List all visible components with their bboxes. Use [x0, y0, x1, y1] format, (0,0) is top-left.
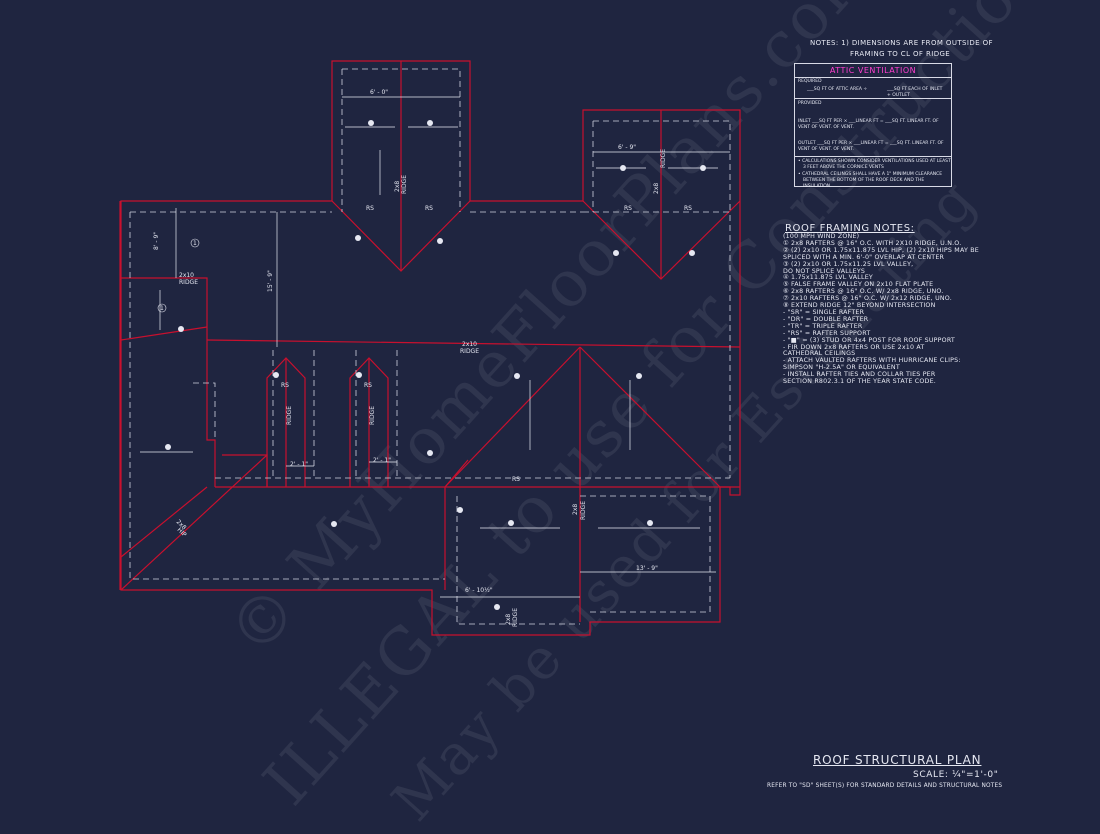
- ridge-label: RIDGE: [369, 406, 376, 425]
- note-circle: [190, 238, 200, 248]
- post-markers: [165, 120, 706, 610]
- attic-ventilation-title: ATTIC VENTILATION: [795, 64, 951, 78]
- dim-6-9: 6' - 9": [618, 144, 636, 151]
- ridge-label: RIDGE: [660, 149, 667, 168]
- framing-note: SPLICED WITH A MIN. 6'-0" OVERLAP AT CEN…: [783, 253, 945, 261]
- inlet-row: INLET ___SQ FT PER × ___LINEAR FT = ___S…: [798, 119, 939, 130]
- two-by-eight-label: 2x8: [505, 614, 512, 625]
- note-circle: [157, 303, 167, 313]
- rs-label: RS: [364, 382, 372, 389]
- plan-title: ROOF STRUCTURAL PLAN: [813, 753, 982, 767]
- framing-note: DO NOT SPLICE VALLEYS: [783, 267, 866, 275]
- framing-note: ⑧ EXTEND RIDGE 12" BEYOND INTERSECTION: [783, 302, 936, 310]
- vent-note-1: • CALCULATIONS SHOWN CONSIDER VENTILATIO…: [798, 159, 951, 164]
- framing-note: (100 MPH WIND ZONE): [783, 233, 860, 240]
- rs-label: RS: [281, 382, 289, 389]
- ridge-label: RIDGE: [286, 406, 293, 425]
- provided-label: PROVIDED: [798, 101, 822, 106]
- two-by-eight-label: 2x8: [394, 181, 401, 192]
- roof-framing-notes-list: (100 MPH WIND ZONE) ① 2x8 RAFTERS @ 16" …: [783, 233, 979, 386]
- ridge-label: RIDGE: [512, 608, 519, 627]
- dim-2-1-b: 2' - 1": [373, 457, 391, 464]
- rs-label: RS: [684, 205, 692, 212]
- framing-note: ② (2) 2x10 OR 1.75x11.875 LVL HIP, (2) 2…: [783, 246, 979, 254]
- dim-6-10: 6' - 10½": [465, 587, 493, 594]
- framing-note: SIMPSON "H-2.5A" OR EQUIVALENT: [783, 364, 900, 372]
- divider: [795, 156, 951, 157]
- framing-note: - FIR DOWN 2x8 RAFTERS OR USE 2x10 AT: [783, 343, 925, 351]
- wall-dashed-lines: [129, 68, 731, 625]
- notes-line-2: FRAMING TO CL OF RIDGE: [850, 50, 951, 58]
- ridge-label: RIDGE: [401, 175, 408, 194]
- vent-note-2b: BETWEEN THE BOTTOM OF THE ROOF DECK AND …: [803, 178, 925, 189]
- dim-6-0: 6' - 0": [370, 89, 388, 96]
- framing-note: SECTION R802.3.1 OF THE YEAR STATE CODE.: [783, 378, 936, 386]
- framing-note: ④ 1.75x11.875 LVL VALLEY: [783, 274, 873, 282]
- two-by-ten-label: 2x10: [462, 341, 477, 348]
- roof-outline: [119, 60, 741, 636]
- note-marker: 1: [193, 240, 197, 247]
- rs-label: RS: [366, 205, 374, 212]
- dimension-lines: [140, 96, 730, 598]
- framing-note: ⑤ FALSE FRAME VALLEY ON 2x10 FLAT PLATE: [783, 281, 934, 289]
- plan-scale: SCALE: ¼"=1'-0": [913, 770, 999, 780]
- plan-reference: REFER TO "SD" SHEET(S) FOR STANDARD DETA…: [767, 783, 1003, 789]
- framing-note: - "DR" = DOUBLE RAFTER: [783, 315, 869, 323]
- framing-note: ⑥ 2x8 RAFTERS @ 16" O.C. W/ 2x8 RIDGE, U…: [783, 288, 944, 296]
- framing-note: - ATTACH VAULTED RAFTERS WITH HURRICANE …: [783, 357, 961, 365]
- required-right: ___SQ FT EACH OF INLET + OUTLET: [887, 87, 943, 98]
- attic-ventilation-table: ATTIC VENTILATION REQUIRED ___SQ FT OF A…: [794, 63, 952, 189]
- rs-label: RS: [512, 476, 520, 483]
- framing-note: - INSTALL RAFTER TIES AND COLLAR TIES PE…: [783, 371, 936, 379]
- framing-note: ① 2x8 RAFTERS @ 16" O.C. WITH 2X10 RIDGE…: [783, 239, 962, 247]
- framing-note: - "■" = (3) STUD OR 4x4 POST FOR ROOF SU…: [783, 336, 955, 344]
- vent-note-2: • CATHEDRAL CEILINGS SHALL HAVE A 1" MIN…: [798, 172, 943, 177]
- framing-note: - "SR" = SINGLE RAFTER: [783, 308, 865, 316]
- dim-2-1-a: 2' - 1": [290, 461, 308, 468]
- framing-note: ③ (2) 2x10 OR 1.75x11.25 LVL VALLEY,: [783, 260, 914, 268]
- outlet-row: OUTLET ___SQ FT PER × ___LINEAR FT = ___…: [798, 141, 944, 152]
- two-by-eight-label: 2x8: [572, 504, 579, 515]
- framing-note: ⑦ 2x10 RAFTERS @ 16" O.C. W/ 2x12 RIDGE,…: [783, 295, 952, 303]
- rs-label: RS: [425, 205, 433, 212]
- general-notes: NOTES: 1) DIMENSIONS ARE FROM OUTSIDE OF…: [810, 38, 993, 60]
- plan-annotations: 6' - 0" 6' - 9" 8' - 9" 15' - 9" 6' - 10…: [153, 89, 692, 627]
- notes-line-1: NOTES: 1) DIMENSIONS ARE FROM OUTSIDE OF: [810, 39, 993, 47]
- vent-note-1b: 3 FEET ABOVE THE CORNICE VENTS: [803, 165, 884, 170]
- dim-15-9: 15' - 9": [267, 270, 274, 292]
- required-left: ___SQ FT OF ATTIC AREA ÷: [807, 87, 868, 92]
- rs-label: RS: [624, 205, 632, 212]
- ridge-label: RIDGE: [580, 501, 587, 520]
- divider: [795, 98, 951, 99]
- dim-13-9: 13' - 9": [636, 565, 658, 572]
- roof-framing-notes-title: ROOF FRAMING NOTES:: [785, 223, 915, 234]
- two-by-eight-label: 2x8: [653, 183, 660, 194]
- framing-note: CATHEDRAL CEILINGS: [783, 350, 856, 358]
- required-label: REQUIRED: [798, 79, 822, 84]
- ridge-label: RIDGE: [179, 279, 198, 286]
- hip-label: HIP: [176, 526, 188, 538]
- dim-8-9: 8' - 9": [153, 232, 160, 250]
- framing-note: - "RS" = RAFTER SUPPORT: [783, 329, 871, 337]
- framing-note: - "TR" = TRIPLE RAFTER: [783, 322, 863, 330]
- two-by-ten-label: 2x10: [179, 272, 194, 279]
- ridge-label: RIDGE: [460, 348, 479, 355]
- note-marker: 1: [160, 305, 164, 312]
